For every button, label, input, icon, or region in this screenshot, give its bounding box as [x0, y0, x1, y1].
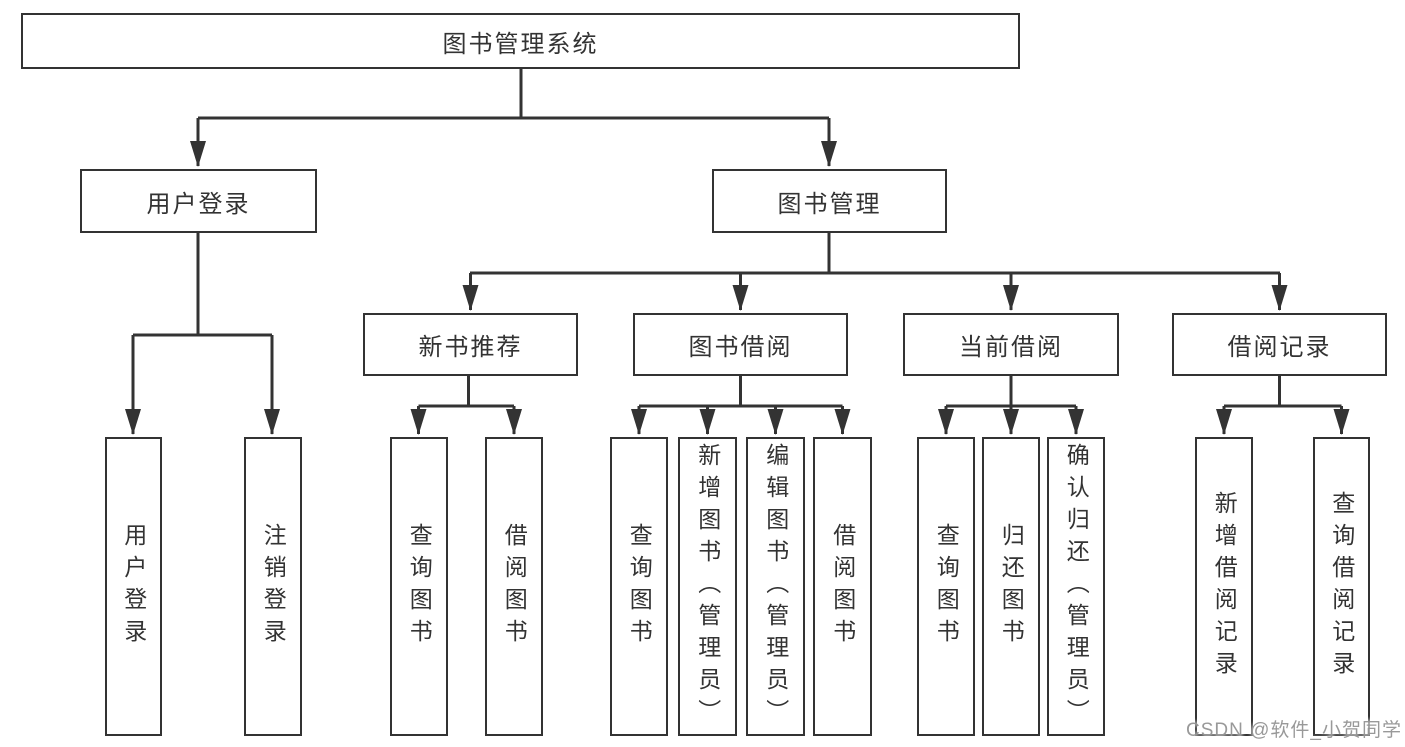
node-label: 查询图书 [406, 522, 433, 651]
node-label: 新增图书（管理员） [694, 442, 721, 731]
leaf-edit-book-admin: 编辑图书（管理员） [746, 437, 805, 736]
leaf-add-book-admin: 新增图书（管理员） [678, 437, 737, 736]
node-label: 新书推荐 [418, 334, 523, 361]
node-label: 确认归还（管理员） [1063, 442, 1090, 731]
node-label: 用户登录 [146, 190, 251, 218]
node-label: 图书管理系统 [442, 30, 599, 58]
node-label: 归还图书 [998, 522, 1025, 651]
leaf-borrow-books-borrowing: 借阅图书 [813, 437, 872, 736]
node-user-login: 用户登录 [80, 169, 317, 233]
node-new-book-recommendation: 新书推荐 [363, 313, 578, 376]
node-current-borrowing: 当前借阅 [903, 313, 1119, 376]
leaf-query-books-borrowing: 查询图书 [610, 437, 668, 736]
node-label: 查询借阅记录 [1328, 490, 1355, 683]
node-label: 查询图书 [933, 522, 960, 651]
leaf-confirm-return-admin: 确认归还（管理员） [1047, 437, 1105, 736]
leaf-return-books: 归还图书 [982, 437, 1040, 736]
node-label: 图书管理 [777, 190, 882, 218]
node-book-borrowing: 图书借阅 [633, 313, 848, 376]
leaf-add-borrow-record: 新增借阅记录 [1195, 437, 1253, 736]
node-label: 编辑图书（管理员） [762, 442, 789, 731]
leaf-logout: 注销登录 [244, 437, 302, 736]
node-label: 借阅记录 [1227, 334, 1332, 361]
node-label: 新增借阅记录 [1211, 490, 1238, 683]
leaf-query-books-current: 查询图书 [917, 437, 975, 736]
leaf-query-borrow-record: 查询借阅记录 [1313, 437, 1370, 736]
node-label: 当前借阅 [959, 334, 1063, 361]
leaf-user-login: 用户登录 [105, 437, 162, 736]
node-library-management-system: 图书管理系统 [21, 13, 1020, 69]
leaf-borrow-books-recommend: 借阅图书 [485, 437, 543, 736]
node-label: 借阅图书 [501, 522, 528, 651]
node-label: 借阅图书 [829, 522, 856, 651]
node-label: 用户登录 [120, 522, 147, 651]
node-label: 注销登录 [260, 522, 287, 651]
csdn-watermark: CSDN @软件_小贺同学 [1186, 720, 1402, 741]
node-label: 图书借阅 [688, 334, 793, 361]
leaf-query-books-recommend: 查询图书 [390, 437, 448, 736]
node-borrowing-records: 借阅记录 [1172, 313, 1387, 376]
node-book-management: 图书管理 [712, 169, 947, 233]
node-label: 查询图书 [626, 522, 653, 651]
